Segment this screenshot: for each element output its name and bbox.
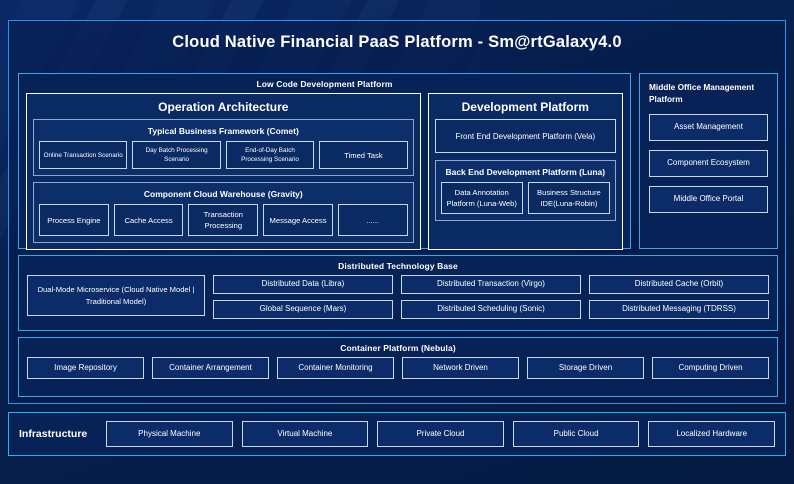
panel-container-platform: Container Platform (Nebula) Image Reposi… (18, 337, 778, 397)
pill-container-arrangement[interactable]: Container Arrangement (152, 357, 269, 379)
chip-process-engine[interactable]: Process Engine (39, 204, 109, 237)
chip-online-transaction-scenario[interactable]: Online Transaction Scenario (39, 141, 128, 170)
pill-private-cloud[interactable]: Private Cloud (377, 421, 504, 447)
pill-middle-office-portal[interactable]: Middle Office Portal (649, 186, 768, 214)
back-end-development-platform-title: Back End Development Platform (Luna) (445, 167, 606, 177)
group-development-platform: Development Platform Front End Developme… (427, 93, 623, 251)
typical-business-framework-items: Online Transaction Scenario Day Batch Pr… (39, 141, 408, 170)
middle-office-title: Middle Office Management Platform (649, 82, 755, 105)
pill-physical-machine[interactable]: Physical Machine (106, 421, 233, 447)
pill-distributed-scheduling[interactable]: Distributed Scheduling (Sonic) (401, 299, 581, 319)
pill-image-repository[interactable]: Image Repository (27, 357, 144, 379)
dtb-column-2: Distributed Transaction (Virgo) Distribu… (401, 275, 581, 319)
component-cloud-warehouse-title: Component Cloud Warehouse (Gravity) (143, 189, 303, 200)
pill-global-sequence[interactable]: Global Sequence (Mars) (213, 299, 393, 319)
subgroup-back-end-development-platform: Back End Development Platform (Luna) Dat… (434, 160, 616, 221)
pill-component-ecosystem[interactable]: Component Ecosystem (649, 150, 768, 178)
panel-infrastructure: Infrastructure Physical Machine Virtual … (8, 412, 786, 456)
infrastructure-label: Infrastructure (19, 428, 88, 440)
platform-outer-frame: Cloud Native Financial PaaS Platform - S… (8, 20, 786, 404)
pill-public-cloud[interactable]: Public Cloud (512, 421, 640, 447)
operation-architecture-title: Operation Architecture (158, 100, 289, 114)
pill-storage-driven[interactable]: Storage Driven (527, 357, 644, 379)
pill-localized-hardware[interactable]: Localized Hardware (648, 421, 775, 447)
chip-end-of-day-batch-processing-scenario[interactable]: End-of-Day Batch Processing Scenario (225, 141, 315, 170)
low-code-title: Low Code Development Platform (256, 79, 393, 89)
pill-computing-driven[interactable]: Computing Driven (652, 357, 769, 379)
dtb-column-3: Distributed Cache (Orbit) Distributed Me… (589, 275, 769, 319)
back-end-items: Data Annotation Platform (Luna-Web) Busi… (440, 182, 610, 214)
chip-day-batch-processing-scenario[interactable]: Day Batch Processing Scenario (132, 141, 221, 170)
pill-distributed-data[interactable]: Distributed Data (Libra) (213, 275, 393, 294)
chip-more-ellipsis[interactable]: ...... (337, 204, 408, 237)
pill-distributed-cache[interactable]: Distributed Cache (Orbit) (589, 275, 769, 294)
middle-office-items: Asset Management Component Ecosystem Mid… (649, 114, 768, 214)
pill-network-driven[interactable]: Network Driven (402, 357, 519, 379)
component-cloud-warehouse-items: Process Engine Cache Access Transaction … (39, 204, 408, 237)
pill-asset-management[interactable]: Asset Management (649, 114, 768, 142)
container-platform-items: Image Repository Container Arrangement C… (19, 357, 777, 387)
container-platform-title: Container Platform (Nebula) (340, 343, 456, 353)
chip-timed-task[interactable]: Timed Task (319, 141, 408, 170)
chip-data-annotation-platform[interactable]: Data Annotation Platform (Luna-Web) (440, 182, 523, 214)
panel-low-code-development-platform: Low Code Development Platform Operation … (18, 73, 631, 251)
panel-middle-office-management-platform: Middle Office Management Platform Asset … (639, 73, 778, 249)
row-low-code-and-middle-office: Low Code Development Platform Operation … (18, 73, 778, 251)
development-platform-title: Development Platform (461, 100, 589, 114)
pill-dual-mode-microservice[interactable]: Dual-Mode Microservice (Cloud Native Mod… (27, 275, 205, 316)
panel-distributed-technology-base: Distributed Technology Base Dual-Mode Mi… (18, 255, 778, 331)
page-title: Cloud Native Financial PaaS Platform - S… (172, 33, 622, 51)
chip-front-end-development-platform[interactable]: Front End Development Platform (Vela) (434, 119, 616, 153)
chip-cache-access[interactable]: Cache Access (113, 204, 184, 237)
group-operation-architecture: Operation Architecture Typical Business … (26, 93, 421, 251)
dtb-column-1: Distributed Data (Libra) Global Sequence… (213, 275, 393, 319)
pill-container-monitoring[interactable]: Container Monitoring (277, 357, 394, 379)
chip-business-structure-ide[interactable]: Business Structure IDE(Luna-Robin) (527, 182, 610, 214)
typical-business-framework-title: Typical Business Framework (Comet) (147, 126, 299, 136)
distributed-technology-base-title: Distributed Technology Base (338, 261, 458, 271)
subgroup-typical-business-framework: Typical Business Framework (Comet) Onlin… (33, 119, 414, 177)
pill-distributed-transaction[interactable]: Distributed Transaction (Virgo) (401, 275, 581, 294)
pill-distributed-messaging[interactable]: Distributed Messaging (TDRSS) (589, 299, 769, 319)
subgroup-component-cloud-warehouse: Component Cloud Warehouse (Gravity) Proc… (33, 182, 414, 244)
chip-transaction-processing[interactable]: Transaction Processing (188, 204, 259, 237)
chip-message-access[interactable]: Message Access (263, 204, 333, 237)
pill-virtual-machine[interactable]: Virtual Machine (241, 421, 369, 447)
